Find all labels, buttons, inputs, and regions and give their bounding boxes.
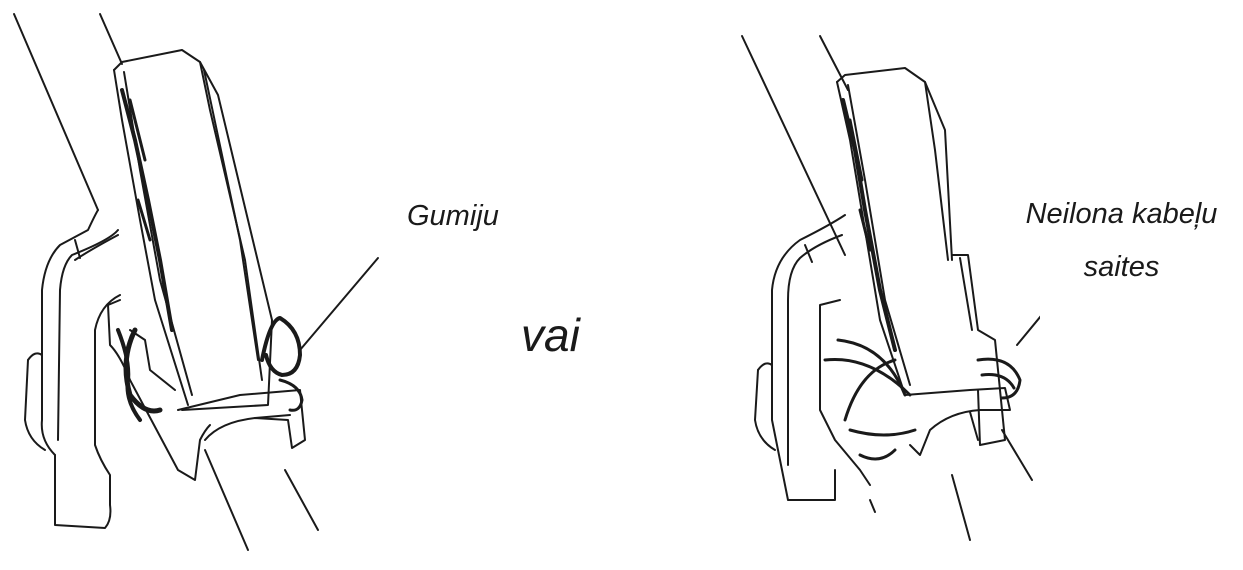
nylon-cable-ties-label-line1: Neilona kabeļu bbox=[1025, 198, 1218, 230]
or-separator-label: vai bbox=[521, 309, 580, 361]
rubber-bands-label: Gumiju bbox=[407, 200, 499, 232]
nylon-cable-ties-label: Neilona kabeļu saites bbox=[1000, 188, 1243, 294]
mount-with-rubber-bands-illustration bbox=[0, 0, 400, 570]
mount-with-cable-ties-illustration bbox=[720, 0, 1040, 570]
nylon-cable-ties-label-line2: saites bbox=[1083, 251, 1160, 283]
